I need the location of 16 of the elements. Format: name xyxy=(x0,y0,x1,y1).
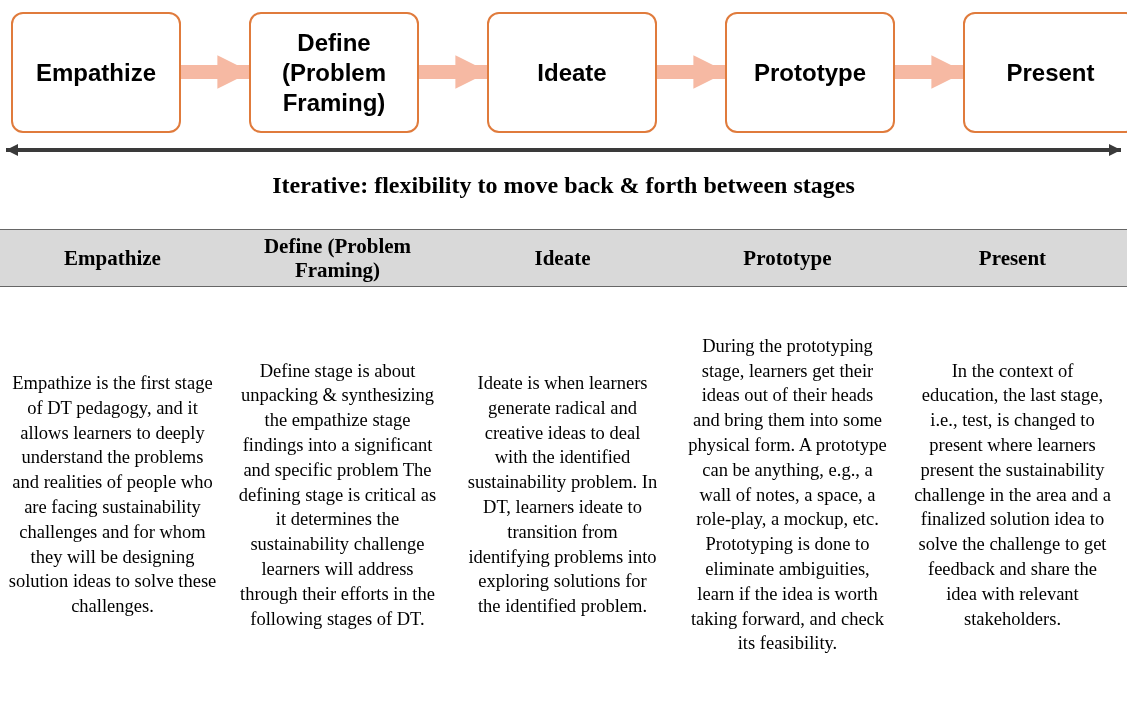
stage-box: Prototype xyxy=(725,12,895,133)
stage-box: Ideate xyxy=(487,12,657,133)
table-cell-text: Ideate is when learners generate radical and creative ideas to deal with the identified sustainability problem. In DT, learners ideate to transition from identifying problems into exploring solutions for the identified problem. xyxy=(467,372,658,619)
stage-box: Define (Problem Framing) xyxy=(249,12,419,133)
table-cell-text: During the prototyping stage, learners get their ideas out of their heads and bring them into some physical form. A prototype can be anything, e.g., a wall of notes, a space, a role-play, a mockup, etc. Prototyping is done to eliminate ambiguities, learn if the idea is worth taking forward, and check its feasibility. xyxy=(687,334,888,656)
column-header: Empathize xyxy=(63,245,162,272)
column-header: Ideate xyxy=(533,245,592,272)
stage-box: Present xyxy=(963,12,1127,133)
table-cell-text: Empathize is the first stage of DT pedagogy, and it allows learners to deeply understand the problems and realities of people who are facing sustainability challenges and for whom they will be designing solution ideas to solve these challenges. xyxy=(7,372,218,619)
table-cell-text: Define stage is about unpacking & synthesizing the empathize stage findings into a significant and specific problem The defining stage is critical as it determines the sustainability challenge learners will address through their efforts in the following stages of DT. xyxy=(237,359,438,631)
column-header: Define (Problem Framing) xyxy=(262,233,413,284)
table-cell-text: In the context of education, the last stage, i.e., test, is changed to present where learners present the sustainability challenge in the area and a finalized solution idea to solve the challenge to get feedback and share the idea with relevant stakeholders. xyxy=(913,359,1112,631)
column-header: Present xyxy=(977,245,1048,272)
iterative-caption: Iterative: flexibility to move back & forth between stages xyxy=(271,172,856,199)
stage-box: Empathize xyxy=(11,12,181,133)
column-header: Prototype xyxy=(742,245,833,272)
